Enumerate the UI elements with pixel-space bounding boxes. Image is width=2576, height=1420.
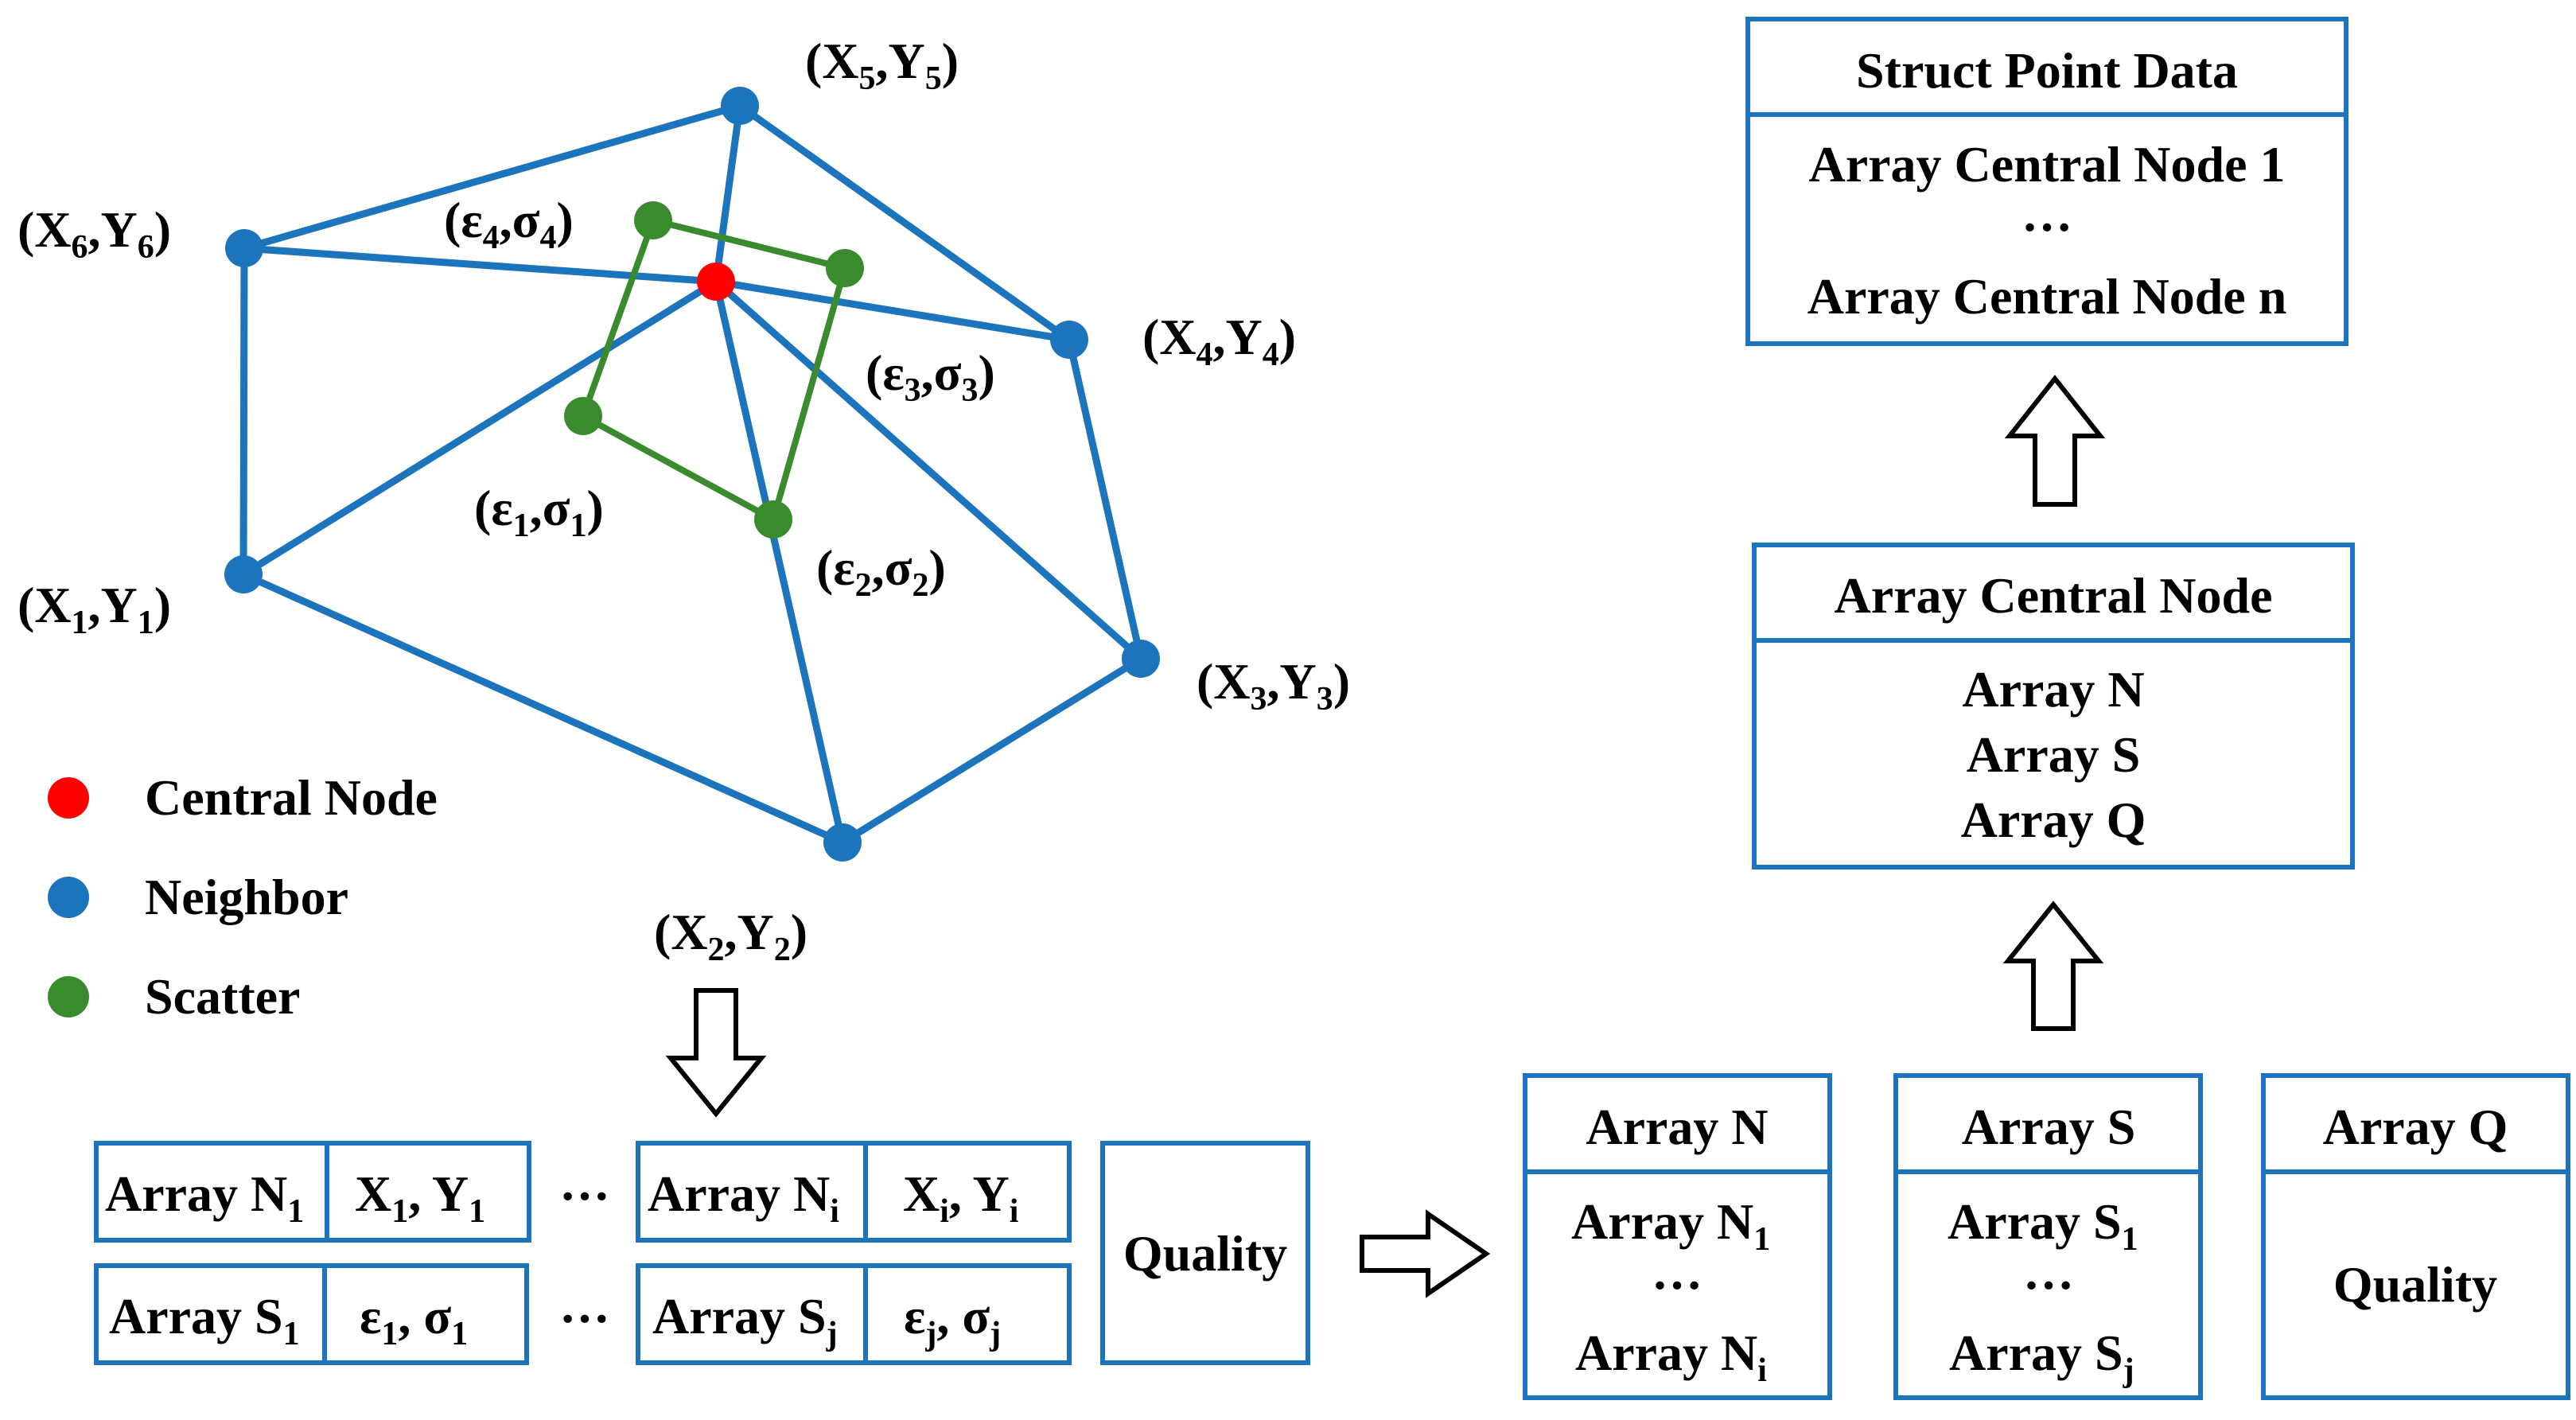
neighbor-node-1 [224, 555, 263, 593]
array-n-frame [1523, 1073, 1832, 1400]
label-x6-y6: (X6,Y6) [18, 201, 171, 266]
central-node [697, 263, 735, 301]
edge-x6-central [240, 244, 720, 286]
legend-scatter-label: Scatter [145, 968, 300, 1025]
neighbor-node-2 [823, 823, 862, 862]
edge-central-x4 [712, 278, 1073, 344]
edge-x5-central [712, 102, 744, 286]
up-arrow-bottom [2002, 901, 2104, 1031]
array-q-value: Quality [2333, 1256, 2497, 1313]
edge-central-x2 [712, 278, 846, 846]
array-n-last: Array Ni [1575, 1325, 1767, 1389]
edge-central-x1 [239, 278, 720, 578]
legend-central-marker [48, 777, 89, 819]
label-e3-s3: (ε3,σ3) [866, 344, 995, 409]
struct-box-frame [1745, 17, 2348, 346]
quality-box-label: Quality [1123, 1225, 1287, 1282]
label-x5-y5: (X5,Y5) [805, 33, 959, 97]
cell-ni-value: Xi, Yi [903, 1165, 1019, 1230]
down-arrow [665, 988, 767, 1118]
label-e1-s1: (ε1,σ1) [474, 480, 604, 544]
array-s-title: Array S [1962, 1099, 2136, 1155]
neighbor-node-3 [1122, 640, 1160, 678]
label-x2-y2: (X2,Y2) [654, 904, 807, 968]
array-q-title: Array Q [2323, 1099, 2508, 1155]
central-box-title: Array Central Node [1835, 567, 2273, 624]
cell-sj-value: εj, σj [904, 1288, 1001, 1352]
cell-array-sj: Array Sj [652, 1288, 838, 1352]
label-x4-y4: (X4,Y4) [1142, 309, 1296, 373]
scatter-node-4 [634, 201, 672, 239]
scatter-nodes [564, 201, 864, 539]
central-box-frame [1752, 543, 2355, 870]
label-e2-s2: (ε2,σ2) [816, 539, 946, 604]
ellipsis-row-n: ··· [559, 1168, 610, 1224]
bottom-left-arrays: Array N1 X1, Y1 ··· Array Ni Xi, Yi Arra… [94, 1141, 1310, 1365]
label-x3-y3: (X3,Y3) [1197, 653, 1350, 718]
array-s-last: Array Sj [1949, 1325, 2134, 1389]
cell-array-s1-frame [94, 1263, 529, 1365]
label-x1-y1: (X1,Y1) [18, 577, 171, 641]
cell-array-n1: Array N1 [105, 1165, 304, 1230]
neighbor-node-6 [225, 229, 263, 267]
scatter-node-2 [754, 500, 792, 539]
ellipsis-row-s: ··· [559, 1290, 610, 1347]
cell-s1-value: ε1, σ1 [360, 1288, 468, 1352]
struct-line-1: Array Central Node 1 [1809, 136, 2286, 193]
central-box-item-s: Array S [1967, 726, 2141, 783]
cell-n1-value: X1, Y1 [355, 1165, 485, 1230]
cell-array-ni: Array Ni [648, 1165, 839, 1230]
struct-title: Struct Point Data [1856, 42, 2238, 99]
array-s-first: Array S1 [1948, 1193, 2138, 1258]
up-arrow-top [2004, 375, 2106, 507]
legend-neighbor-marker [48, 877, 89, 918]
cell-array-n1-frame [94, 1141, 531, 1243]
legend-neighbor-label: Neighbor [145, 869, 348, 925]
legend-central-label: Central Node [145, 769, 438, 826]
array-s-box: Array S Array S1 … Array Sj [1893, 1073, 2203, 1400]
label-e4-s4: (ε4,σ4) [444, 192, 574, 256]
cell-array-sj-frame [636, 1263, 1072, 1365]
array-n-title: Array N [1586, 1099, 1768, 1155]
array-s-ellipsis: … [2023, 1243, 2074, 1300]
legend: Central Node Neighbor Scatter [48, 769, 438, 1025]
struct-ellipsis: … [2021, 185, 2072, 242]
right-arrow [1360, 1209, 1491, 1298]
quality-box-frame [1100, 1141, 1310, 1365]
array-n-first: Array N1 [1571, 1193, 1770, 1258]
scatter-node-3 [826, 249, 864, 287]
cell-array-ni-frame [636, 1141, 1072, 1243]
array-central-node-box: Array Central Node Array N Array S Array… [1752, 543, 2355, 870]
point-labels: (X1,Y1) (X2,Y2) (X3,Y3) (X4,Y4) (X5,Y5) … [18, 33, 1350, 968]
array-s-frame [1893, 1073, 2203, 1400]
array-n-ellipsis: … [1652, 1243, 1702, 1300]
neighbor-nodes [224, 87, 1160, 862]
array-q-box: Array Q Quality [2261, 1073, 2570, 1400]
cell-array-s1: Array S1 [109, 1288, 300, 1352]
edge-central-x3 [712, 278, 1145, 663]
legend-scatter-marker [48, 976, 89, 1017]
scatter-node-1 [564, 397, 602, 435]
struct-line-2: Array Central Node n [1807, 268, 2287, 325]
central-box-item-q: Array Q [1961, 792, 2146, 848]
neighbor-node-4 [1050, 321, 1088, 359]
struct-point-data-box: Struct Point Data Array Central Node 1 …… [1745, 17, 2348, 346]
array-q-frame [2261, 1073, 2570, 1400]
neighbor-node-5 [721, 87, 759, 125]
array-n-box: Array N Array N1 … Array Ni [1523, 1073, 1832, 1400]
central-box-item-n: Array N [1962, 661, 2144, 718]
